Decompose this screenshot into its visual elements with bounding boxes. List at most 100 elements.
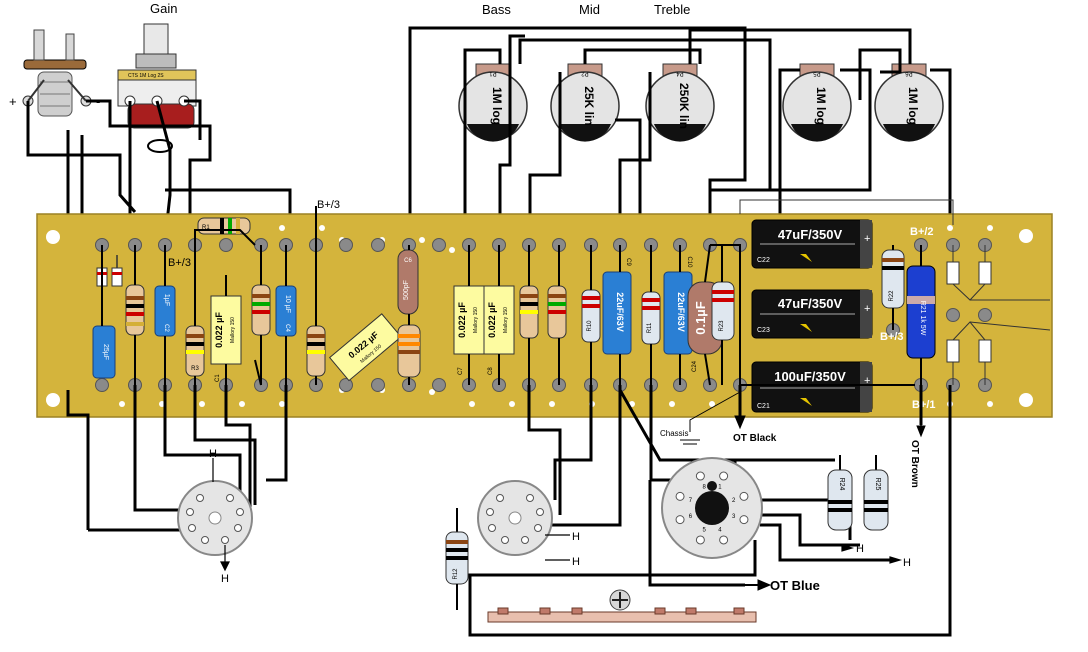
turret-eyelet xyxy=(432,378,446,392)
cap-c10: 22uF/63V C10 xyxy=(663,256,693,355)
cap-c1-id: C1 xyxy=(215,374,221,382)
treble-label: Treble xyxy=(654,2,690,17)
cap-c5: 0.022 µF Mallory 150 xyxy=(328,313,402,382)
resistor-r1-label: R1 xyxy=(202,225,210,231)
socket-pin-number: 6 xyxy=(689,514,693,520)
resistor-r5 xyxy=(251,284,271,336)
resistor-r7 xyxy=(397,324,421,378)
socket-pin-number: 1 xyxy=(718,484,722,490)
cap-c6-value: 500pF xyxy=(403,280,410,300)
filter-cap-c23: 47uF/350V C23 + xyxy=(751,289,873,339)
resistor-r12-label: R12 xyxy=(453,568,459,580)
turret-eyelet xyxy=(371,238,385,252)
ot-black-arrow xyxy=(734,385,746,430)
resistor-r10-label: R10 xyxy=(587,320,593,332)
heater-label: H xyxy=(209,448,217,460)
jack-plus-label: + xyxy=(9,94,17,109)
turret-eyelet xyxy=(219,238,233,252)
cap-c11: 25µF xyxy=(92,325,116,379)
cap-c4-id: C4 xyxy=(284,324,290,332)
cap-c10-value: 22uF/63V xyxy=(676,292,686,332)
wires-right-out xyxy=(739,199,954,225)
resistor-r12: R12 xyxy=(445,508,469,610)
socket-pin-number: 4 xyxy=(718,528,722,534)
resistor-r24: R24 xyxy=(827,455,853,531)
turret-eyelet xyxy=(339,378,353,392)
ot-blue-arrow xyxy=(745,579,772,591)
pot-volume-2-id: P6 xyxy=(905,70,913,76)
resistor-r21: R21 1k 5W xyxy=(906,265,936,359)
resistor-r10: R10 xyxy=(581,289,601,343)
terminal-strip xyxy=(487,589,757,623)
pot-volume-2-value: 1M log xyxy=(906,87,920,125)
cap-c6-id: C6 xyxy=(404,258,412,264)
pot-bass: 1M log P1 xyxy=(458,63,528,142)
pot-volume-1: 1M log P5 xyxy=(782,63,852,142)
cap-c2: 1µF C2 xyxy=(154,285,176,337)
input-jack xyxy=(22,29,92,117)
pot-volume-1-id: P5 xyxy=(813,70,821,76)
socket-pin xyxy=(675,491,685,501)
mount-hole xyxy=(46,393,60,407)
cap-c1: 0.022 µF Mallory 150 xyxy=(210,295,242,365)
ot-brown-label: OT Brown xyxy=(909,440,920,488)
bass-label: Bass xyxy=(482,2,511,17)
resistor-pair-right xyxy=(946,245,1051,385)
cap-c9: 22uF/63V C9 xyxy=(602,258,632,355)
heater-label: H xyxy=(572,556,580,568)
wires-board xyxy=(101,206,922,386)
socket-pin xyxy=(719,535,729,545)
cap-c4: 10 µF C4 xyxy=(275,285,297,337)
socket-pin-number: 2 xyxy=(732,498,736,504)
resistor-r24-label: R24 xyxy=(838,478,845,491)
resistor-r21-label: R21 1k 5W xyxy=(919,301,926,336)
cap-c1-brand: Mallory 150 xyxy=(230,317,236,343)
mount-hole xyxy=(1019,229,1033,243)
socket-pin xyxy=(675,515,685,525)
preamp-tube-socket-1 xyxy=(177,480,253,556)
socket-pin-number: 8 xyxy=(702,484,706,490)
socket-pin-number: 5 xyxy=(702,528,706,534)
svg-text:C1: C1 xyxy=(215,374,221,382)
turret-board xyxy=(36,213,1053,418)
filter-cap-c21-id: C21 xyxy=(757,403,770,410)
cap-c2-id: C2 xyxy=(163,324,169,332)
cap-c9-id: C9 xyxy=(625,258,631,266)
resistor-r11-label: R11 xyxy=(647,322,653,333)
pot-treble-value: 250K lin xyxy=(677,83,691,129)
resistor-r11: R11 xyxy=(641,291,661,345)
resistor-r25-label: R25 xyxy=(874,478,881,491)
cap-c10-id: C10 xyxy=(686,256,692,268)
turret-eyelet xyxy=(946,308,960,322)
svg-text:R3: R3 xyxy=(191,366,199,372)
turret-eyelet xyxy=(978,308,992,322)
socket-pin xyxy=(719,471,729,481)
filter-cap-c22-id: C22 xyxy=(757,257,770,264)
cap-c4-value: 10 µF xyxy=(284,295,291,313)
cap-c7-value: 0.022 µF xyxy=(457,302,467,338)
pot-volume-2: 1M log P6 xyxy=(874,63,944,142)
resistor-r9 xyxy=(519,285,539,339)
pot-bass-id: P1 xyxy=(489,70,497,76)
b-plus-1-label: B+/1 xyxy=(912,399,936,411)
b-plus-3-label: B+/3 xyxy=(317,199,340,211)
cap-c1-value: 0.022 µF xyxy=(214,312,224,348)
mid-label: Mid xyxy=(579,2,600,17)
preamp-tube-socket-2 xyxy=(477,480,553,556)
cap-c11-value: 25µF xyxy=(102,344,109,360)
b-plus-2-label: B+/2 xyxy=(910,226,934,238)
heater-label: H xyxy=(903,557,911,569)
cap-c8-id: C8 xyxy=(488,367,494,375)
pot-mid-id: P2 xyxy=(581,70,589,76)
ot-blue-label: OT Blue xyxy=(770,578,820,593)
mount-hole xyxy=(46,230,60,244)
pot-bass-value: 1M log xyxy=(490,87,504,125)
filter-cap-c22-plus: + xyxy=(864,233,870,245)
turret-eyelet xyxy=(339,238,353,252)
resistor-r3-id: R3 xyxy=(191,366,199,372)
wires-bottom xyxy=(66,385,952,637)
filter-cap-c23-id: C23 xyxy=(757,327,770,334)
pot-treble: 250K lin P4 xyxy=(645,63,715,142)
